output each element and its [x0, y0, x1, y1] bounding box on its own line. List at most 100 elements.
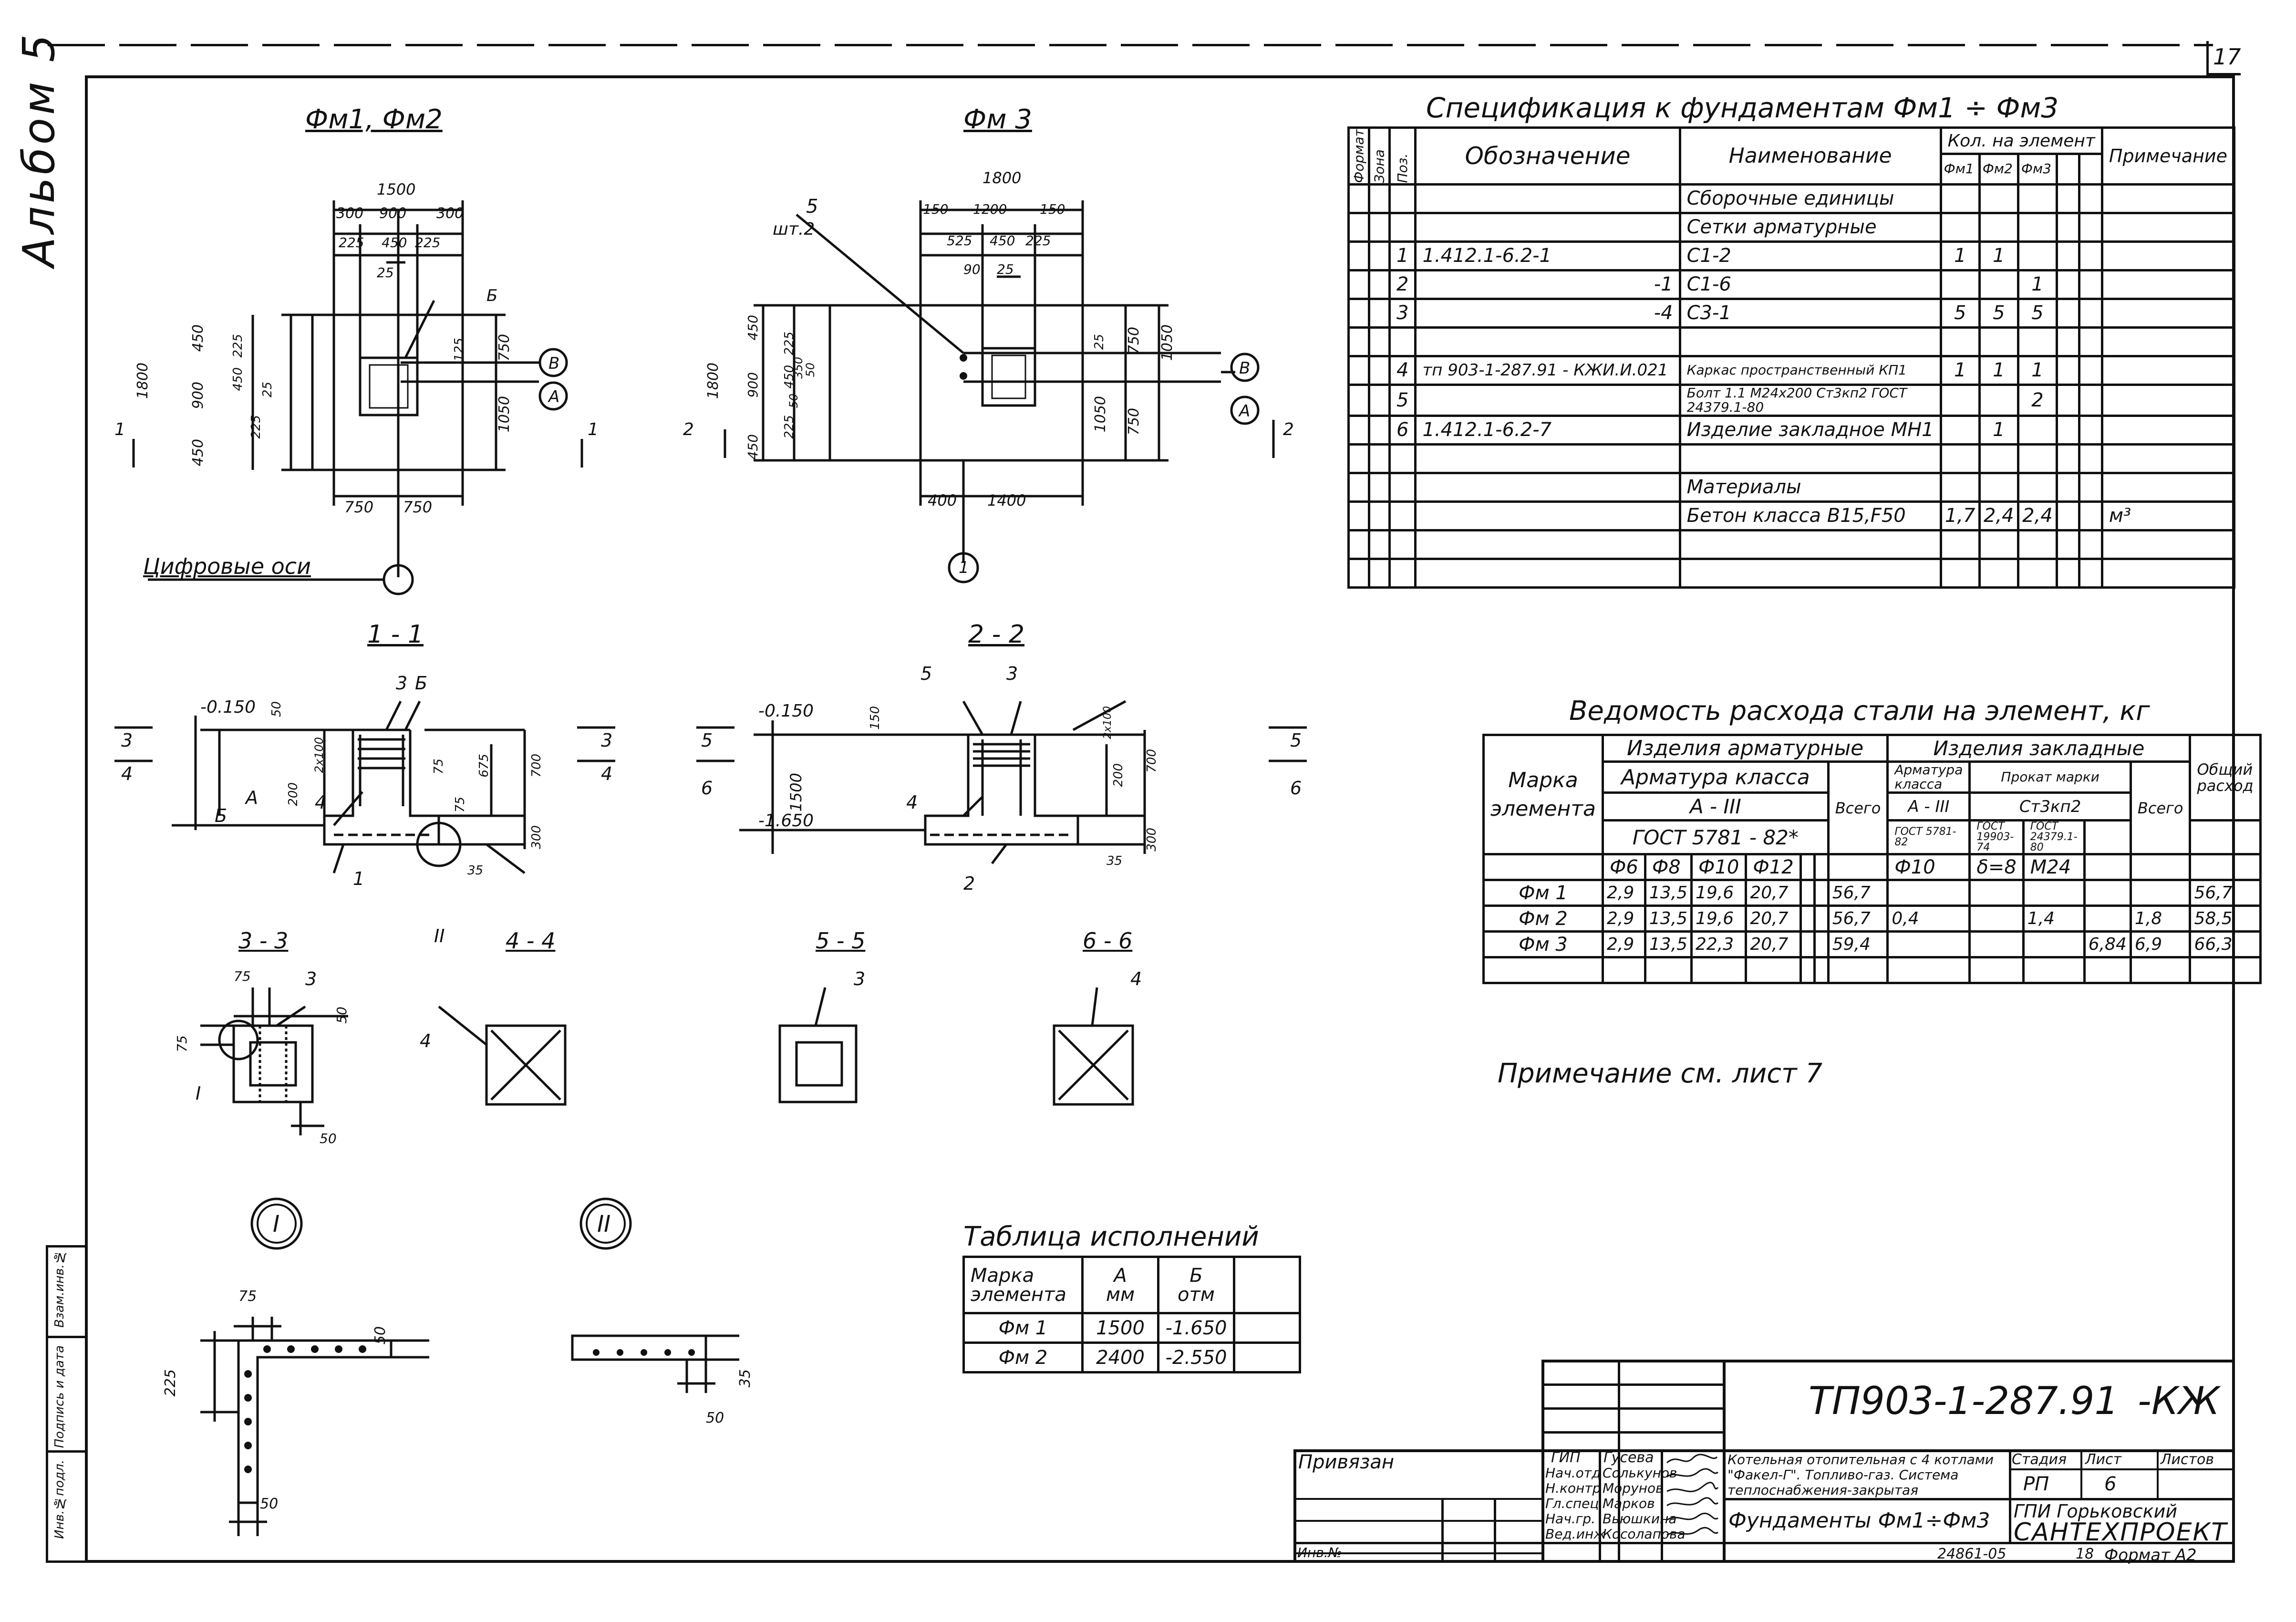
steel-cell-value — [1886, 930, 1971, 958]
steel-cell-value: 20,7 — [1745, 879, 1802, 907]
tb-line-v8 — [2009, 1449, 2011, 1542]
fm3-dim-50b: 50 — [804, 363, 817, 377]
fm12-dim-900-left: 900 — [190, 382, 207, 409]
spec-cell-format — [1347, 240, 1370, 271]
fm12-dim-900: 900 — [379, 205, 407, 222]
steel-cell-value — [2022, 930, 2086, 958]
steel-h-total2: Всего — [2129, 760, 2192, 855]
s22-elev2: -1.650 — [758, 811, 814, 831]
spec-cell-note — [2100, 557, 2236, 589]
steel-cell-value: 13,5 — [1644, 905, 1693, 933]
spec-cell-blank2 — [2078, 269, 2103, 300]
plan-fm3-drawing — [724, 200, 1275, 583]
spec-cell-note — [2100, 183, 2236, 214]
spec-cell-blank2 — [2078, 414, 2103, 446]
spec-cell-zone — [1368, 529, 1391, 560]
s11-label-ii: II — [434, 925, 445, 946]
section-55-title: 5 - 5 — [816, 928, 866, 954]
spec-cell-blank2 — [2078, 326, 2103, 357]
spec-cell-zone — [1368, 414, 1391, 446]
spec-cell-zone — [1368, 557, 1391, 589]
s33-label-3: 3 — [305, 968, 317, 989]
spec-cell-q2 — [1978, 529, 2019, 560]
steel-h-rolled: Прокат марки — [1968, 760, 2132, 794]
spec-cell-blank2 — [2078, 471, 2103, 503]
spec-cell-q2 — [1978, 557, 2019, 589]
fm3-dim-225a: 225 — [782, 415, 796, 439]
tb-sheets-h: Листов — [2161, 1451, 2214, 1468]
fm12-dim-25-left: 25 — [260, 382, 275, 398]
steel-table: Марка элемента Изделия арматурные Издели… — [1482, 734, 2262, 984]
tb-line-left — [1293, 1449, 1296, 1563]
s11-label-4: 4 — [315, 792, 327, 813]
steel-cell-value: 59,4 — [1827, 930, 1889, 958]
spec-cell-name — [1678, 529, 1942, 560]
steel-h-emb-a3: А - III — [1886, 791, 1971, 821]
steel-cell-value — [1799, 879, 1816, 907]
fm3-dim-1400: 1400 — [987, 491, 1026, 509]
steel-cell-value: 6,9 — [2129, 930, 2192, 958]
section-44-title: 4 - 4 — [506, 928, 556, 954]
fm12-dim-225b: 225 — [415, 235, 441, 250]
steel-cell-value: 13,5 — [1644, 930, 1693, 958]
tb-line-h4 — [1293, 1449, 2235, 1452]
tb-line-h9 — [1723, 1498, 2235, 1500]
node-ii-dim-35: 35 — [737, 1369, 754, 1388]
fm3-dim-50a: 50 — [787, 394, 800, 408]
s22-dim-35: 35 — [1107, 854, 1123, 868]
steel-h-blank — [2083, 819, 2132, 855]
fm3-dim-150b: 150 — [1040, 201, 1065, 217]
exec-cell-empty — [1233, 1341, 1301, 1373]
s33-dim-75a: 75 — [234, 968, 251, 984]
steel-h-a3: А - III — [1601, 791, 1830, 821]
spec-cell-designation — [1414, 471, 1681, 503]
spec-h-fm1: Фм1 — [1939, 153, 1981, 186]
fm12-dim-225c: 225 — [249, 415, 263, 439]
tb-role-5: Вед.инж — [1545, 1526, 1606, 1542]
tb-suffix: -КЖ — [2138, 1379, 2220, 1423]
s22-dim-200: 200 — [1111, 763, 1126, 787]
spec-cell-zone — [1368, 240, 1391, 271]
side-stamp — [46, 1245, 85, 1563]
spec-cell-blank2 — [2078, 443, 2103, 474]
tb-org1: ГПИ Горьковский — [2014, 1501, 2178, 1522]
tb-role-1: Нач.отд — [1545, 1465, 1601, 1481]
exec-h-b-unit: отм — [1178, 1283, 1215, 1306]
exec-cell-b: -1.650 — [1157, 1312, 1235, 1344]
tb-role-2: Н.контр — [1545, 1480, 1601, 1496]
spec-cell-q1 — [1939, 183, 1981, 214]
tb-stage-h: Стадия — [2012, 1451, 2067, 1468]
spec-cell-q3 — [2017, 443, 2058, 474]
tb-code: ТП903-1-287.91 — [1809, 1379, 2119, 1423]
spec-cell-q3: 1 — [2017, 269, 2058, 300]
fm12-cut-left: 1 — [114, 420, 125, 439]
spec-cell-designation — [1414, 211, 1681, 243]
steel-cell-value: 20,7 — [1745, 930, 1802, 958]
section-66-title: 6 - 6 — [1083, 928, 1133, 954]
exec-cell-mark: Фм 2 — [962, 1341, 1084, 1373]
tb-line-h3 — [1541, 1431, 1723, 1434]
spec-cell-pos — [1388, 443, 1417, 474]
spec-cell-zone — [1368, 211, 1391, 243]
spec-cell-format — [1347, 529, 1370, 560]
steel-cell-value: 56,7 — [1827, 879, 1889, 907]
spec-table: Формат Зона Поз. Обозначение Наименовани… — [1347, 126, 2236, 589]
steel-cell-value: 13,5 — [1644, 879, 1693, 907]
fm12-cut-right: 1 — [588, 420, 599, 439]
fm3-dim-25-right: 25 — [1092, 334, 1107, 350]
node-ii-title: II — [597, 1211, 611, 1237]
spec-h-designation: Обозначение — [1414, 126, 1681, 186]
spec-cell-name — [1678, 443, 1942, 474]
spec-cell-note — [2100, 354, 2236, 386]
steel-cell-value: 66,3 — [2189, 930, 2262, 958]
s22-dim-150: 150 — [868, 706, 882, 730]
s11-dim-675: 675 — [477, 754, 491, 778]
steel-h-overall: Общий расход — [2189, 734, 2262, 821]
steel-h-mark: Марка элемента — [1482, 734, 1604, 855]
spec-cell-q3 — [2017, 211, 2058, 243]
steel-cell-mark: Фм 1 — [1482, 879, 1604, 907]
s22-dim-2x100: 2х100 — [1102, 706, 1114, 739]
steel-cell-value — [2022, 879, 2086, 907]
